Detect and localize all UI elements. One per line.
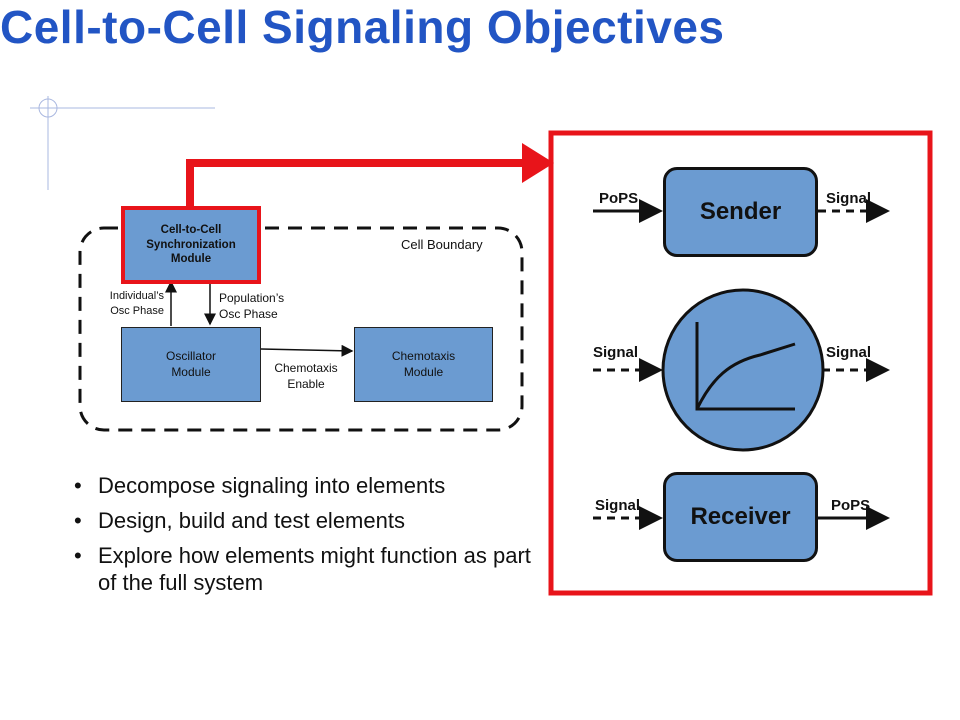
page-title: Cell-to-Cell Signaling Objectives [0, 1, 725, 53]
cell-boundary [78, 226, 524, 432]
highlight-connector [186, 143, 554, 206]
list-item: •Decompose signaling into elements [74, 473, 446, 498]
middle-input-label: Signal [593, 344, 639, 361]
cell-boundary-label: Cell Boundary [401, 237, 483, 252]
sender-label: Sender [699, 198, 782, 225]
receiver-input-label: Signal [595, 497, 641, 514]
oscillator-module-label: Oscillator Module [165, 348, 216, 379]
population-phase-label: Population’s Osc Phase [219, 291, 285, 322]
sender-output-label: Signal [826, 190, 872, 207]
receiver-box: Receiver [663, 472, 818, 562]
individual-phase-label: Individual’s Osc Phase [109, 290, 164, 317]
receiver-label: Receiver [690, 503, 791, 530]
list-item: •Explore how elements might function as … [74, 543, 531, 595]
receiver-output-label: PoPS [831, 497, 871, 514]
response-curve [695, 342, 796, 410]
sync-module-label: Cell-to-Cell Synchronization Module [146, 223, 236, 266]
chemotaxis-enable-arrow [260, 344, 354, 357]
objective-list: •Decompose signaling into elements •Desi… [72, 472, 548, 604]
chemotaxis-module-box: Chemotaxis Module [354, 327, 493, 402]
transfer-circle [661, 288, 825, 452]
chemotaxis-enable-label: Chemotaxis Enable [274, 361, 338, 392]
sender-box: Sender [663, 167, 818, 257]
sync-module-box: Cell-to-Cell Synchronization Module [121, 206, 261, 284]
highlight-panel [548, 130, 933, 596]
oscillator-module-box: Oscillator Module [121, 327, 261, 402]
list-item: •Design, build and test elements [74, 508, 405, 533]
chemotaxis-module-label: Chemotaxis Module [391, 348, 456, 379]
middle-output-label: Signal [826, 344, 872, 361]
sender-input-label: PoPS [599, 190, 639, 207]
